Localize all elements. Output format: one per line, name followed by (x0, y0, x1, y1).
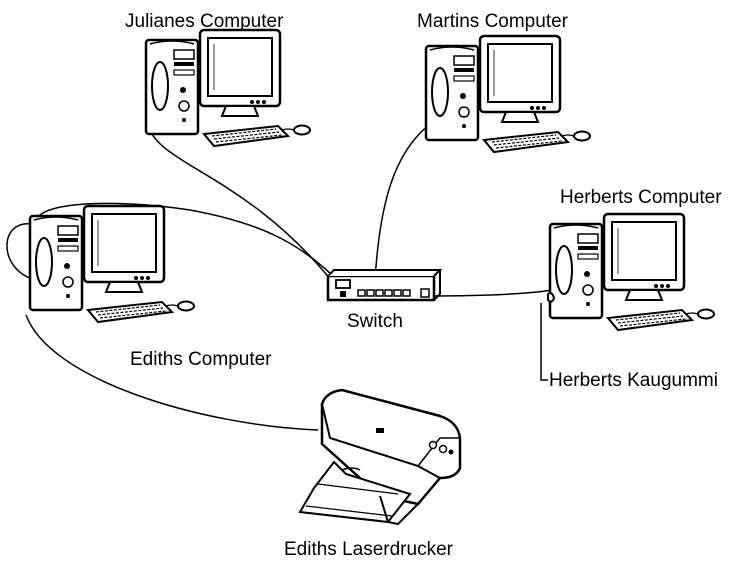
ediths-computer-label: Ediths Computer (130, 349, 272, 370)
gum-label: Herberts Kaugummi (549, 370, 718, 391)
herberts-computer-icon (548, 212, 716, 332)
switch-label: Switch (347, 311, 403, 332)
cable-martin-switch (374, 123, 431, 281)
cable-herbert-switch (426, 289, 554, 297)
martins-computer-icon (424, 34, 592, 154)
printer-icon (298, 388, 462, 526)
cable-edith-loop (6, 223, 37, 281)
julianes-computer-icon (144, 28, 312, 148)
cable-edith-switch (35, 202, 345, 288)
switch-icon (326, 269, 443, 302)
ediths-computer-icon (28, 204, 196, 324)
gum-leader-line (540, 303, 548, 381)
herberts-computer-label: Herberts Computer (560, 187, 722, 208)
cable-edith-printer (25, 314, 319, 431)
cable-juliane-switch (147, 124, 336, 286)
printer-label: Ediths Laserdrucker (284, 539, 453, 560)
julianes-computer-label: Julianes Computer (125, 11, 284, 32)
gum-icon (547, 292, 556, 303)
martins-computer-label: Martins Computer (417, 11, 568, 32)
